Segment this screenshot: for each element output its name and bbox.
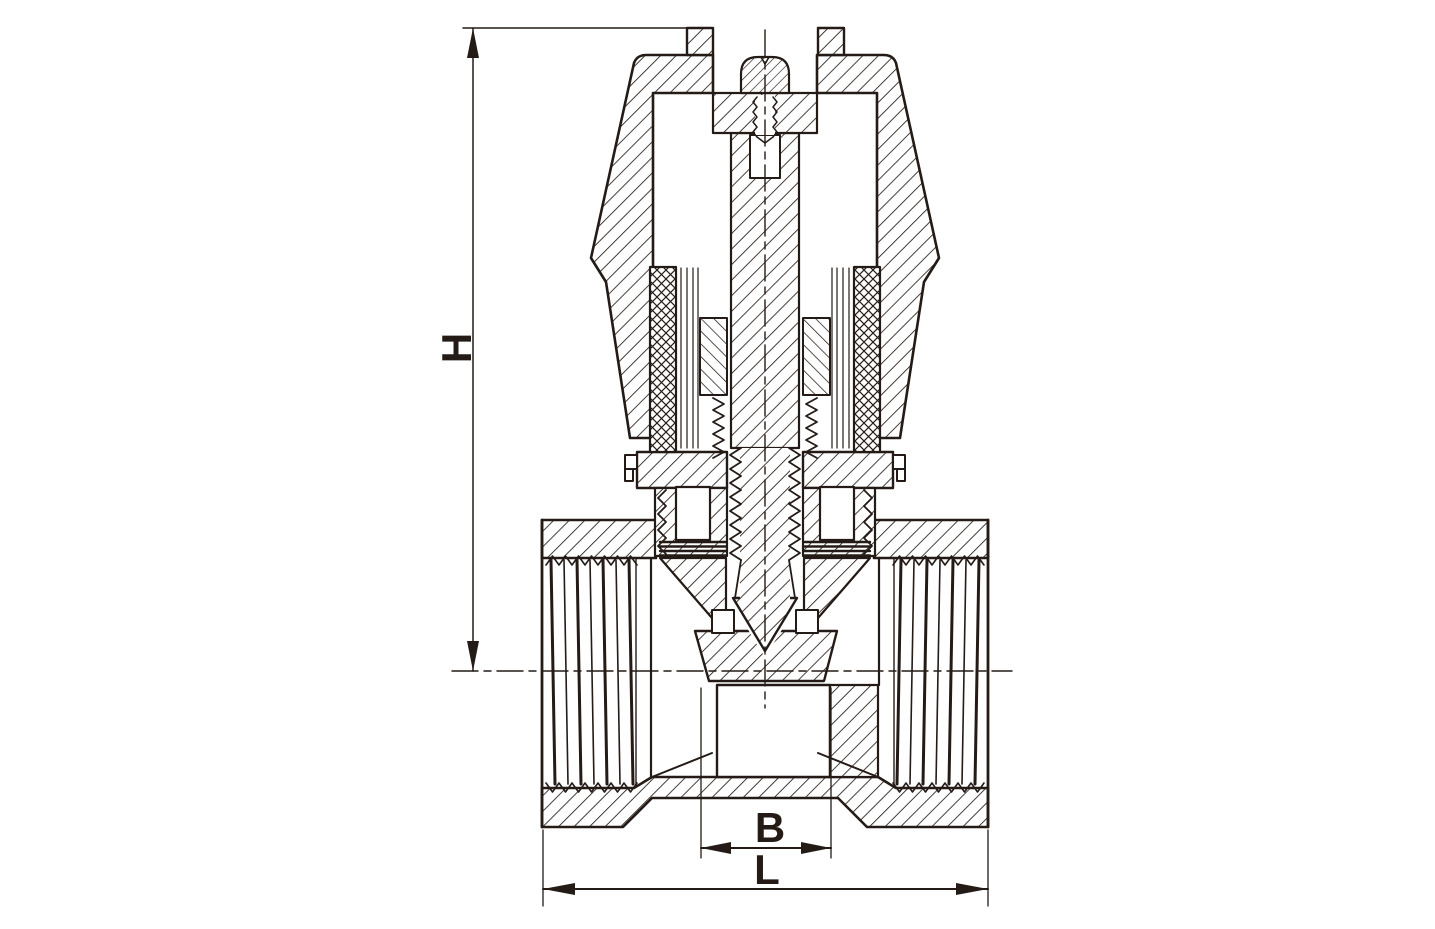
stem-spring-right [805,397,818,459]
dimension-label-l: L [754,846,780,893]
dimension-h [462,27,688,672]
arrow-left-icon [701,842,731,854]
valve-disc [693,594,839,683]
packing-left [648,265,678,454]
dimension-label-h: H [433,333,480,363]
centerlines [451,29,1013,709]
arrow-right-icon [956,883,988,895]
flow-chamber [715,683,832,779]
arrow-up-icon [467,28,479,58]
dimension-l [542,829,989,907]
right-port-thread [892,555,985,793]
dimension-label-b: B [755,804,785,851]
left-port-thread [545,555,638,793]
packing-right [852,265,882,454]
stem-spring-left [712,397,725,459]
arrow-down-icon [467,641,479,671]
bonnet [624,450,906,620]
handle-ear-left [685,26,715,57]
outlet-wall [828,683,880,779]
arrow-right-icon [801,842,831,854]
handle-ear-right [816,26,846,57]
packing-gland [648,265,882,459]
arrow-left-icon [543,883,575,895]
valve-body [540,518,990,829]
dimension-b [700,687,832,859]
